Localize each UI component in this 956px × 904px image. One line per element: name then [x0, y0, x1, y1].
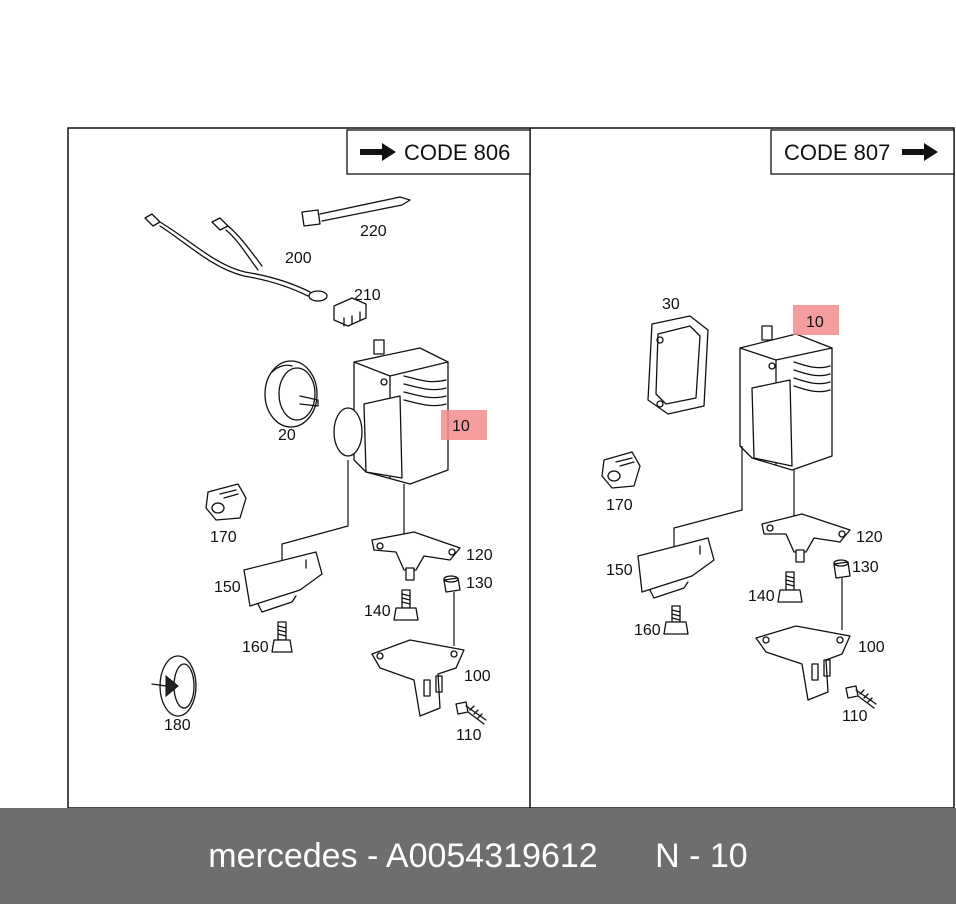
- highlight-10-left: [441, 410, 487, 440]
- label-10-right: 10: [806, 314, 824, 331]
- code-806-box: CODE 806: [346, 129, 531, 175]
- part-100-bracket: [371, 639, 465, 717]
- footer-bar: mercedes - A0054319612 N - 10: [0, 808, 956, 904]
- label-100-left: 100: [464, 668, 491, 685]
- part-140-bolt: [393, 589, 419, 621]
- part-160-bolt-right: [663, 605, 689, 635]
- label-110-right: 110: [842, 708, 868, 725]
- part-160-bolt: [271, 621, 293, 653]
- label-210: 210: [354, 287, 381, 304]
- label-160-right: 160: [634, 622, 661, 639]
- part-110-bolt: [455, 701, 487, 725]
- arrow-right-icon: [360, 143, 396, 161]
- code-807-label: CODE 807: [784, 140, 890, 165]
- part-220-cable-tie: [301, 196, 411, 227]
- part-110-bolt-right: [845, 685, 877, 709]
- left-panel: CODE 806 200 220 210: [144, 129, 531, 744]
- label-120-right: 120: [856, 529, 883, 546]
- label-20: 20: [278, 427, 296, 444]
- label-200: 200: [285, 250, 312, 267]
- label-10-left: 10: [452, 418, 470, 435]
- label-170-left: 170: [210, 529, 237, 546]
- part-10-hydraulic-unit: [333, 339, 449, 485]
- code-806-label: CODE 806: [404, 140, 510, 165]
- part-150-bracket-right: [637, 537, 715, 599]
- footer-position: N - 10: [655, 837, 748, 875]
- part-150-bracket: [243, 551, 323, 613]
- right-panel: CODE 807 30 10: [601, 129, 955, 725]
- part-120-mount-right: [761, 513, 851, 563]
- label-150-right: 150: [606, 562, 633, 579]
- label-220: 220: [360, 223, 387, 240]
- label-130-right: 130: [852, 559, 879, 576]
- label-150-left: 150: [214, 579, 241, 596]
- part-30-control-unit: [647, 315, 709, 415]
- highlight-10-right: [793, 305, 839, 335]
- label-130-left: 130: [466, 575, 493, 592]
- diagram-frame: [67, 127, 955, 809]
- label-160-left: 160: [242, 639, 269, 656]
- part-210-plug: [333, 297, 367, 327]
- label-170-right: 170: [606, 497, 633, 514]
- part-100-bracket-right: [755, 625, 851, 701]
- part-130-grommet-right: [833, 559, 851, 579]
- label-30: 30: [662, 296, 680, 313]
- label-110-left: 110: [456, 727, 482, 744]
- label-100-right: 100: [858, 639, 885, 656]
- label-180: 180: [164, 717, 191, 734]
- label-120-left: 120: [466, 547, 493, 564]
- label-140-right: 140: [748, 588, 775, 605]
- part-170-holder-right: [601, 451, 641, 489]
- code-807-box: CODE 807: [770, 129, 955, 175]
- label-140-left: 140: [364, 603, 391, 620]
- arrow-right-icon: [902, 143, 938, 161]
- part-130-grommet: [443, 575, 461, 593]
- part-170-holder: [205, 483, 247, 521]
- footer-part-number: mercedes - A0054319612: [208, 837, 598, 875]
- part-180-horn: [151, 655, 197, 717]
- part-140-bolt-right: [777, 571, 803, 603]
- part-20-pump: [264, 360, 319, 428]
- part-120-mount: [371, 531, 461, 581]
- part-10-hydraulic-unit-right: [739, 325, 833, 471]
- part-200-cable: [144, 213, 328, 302]
